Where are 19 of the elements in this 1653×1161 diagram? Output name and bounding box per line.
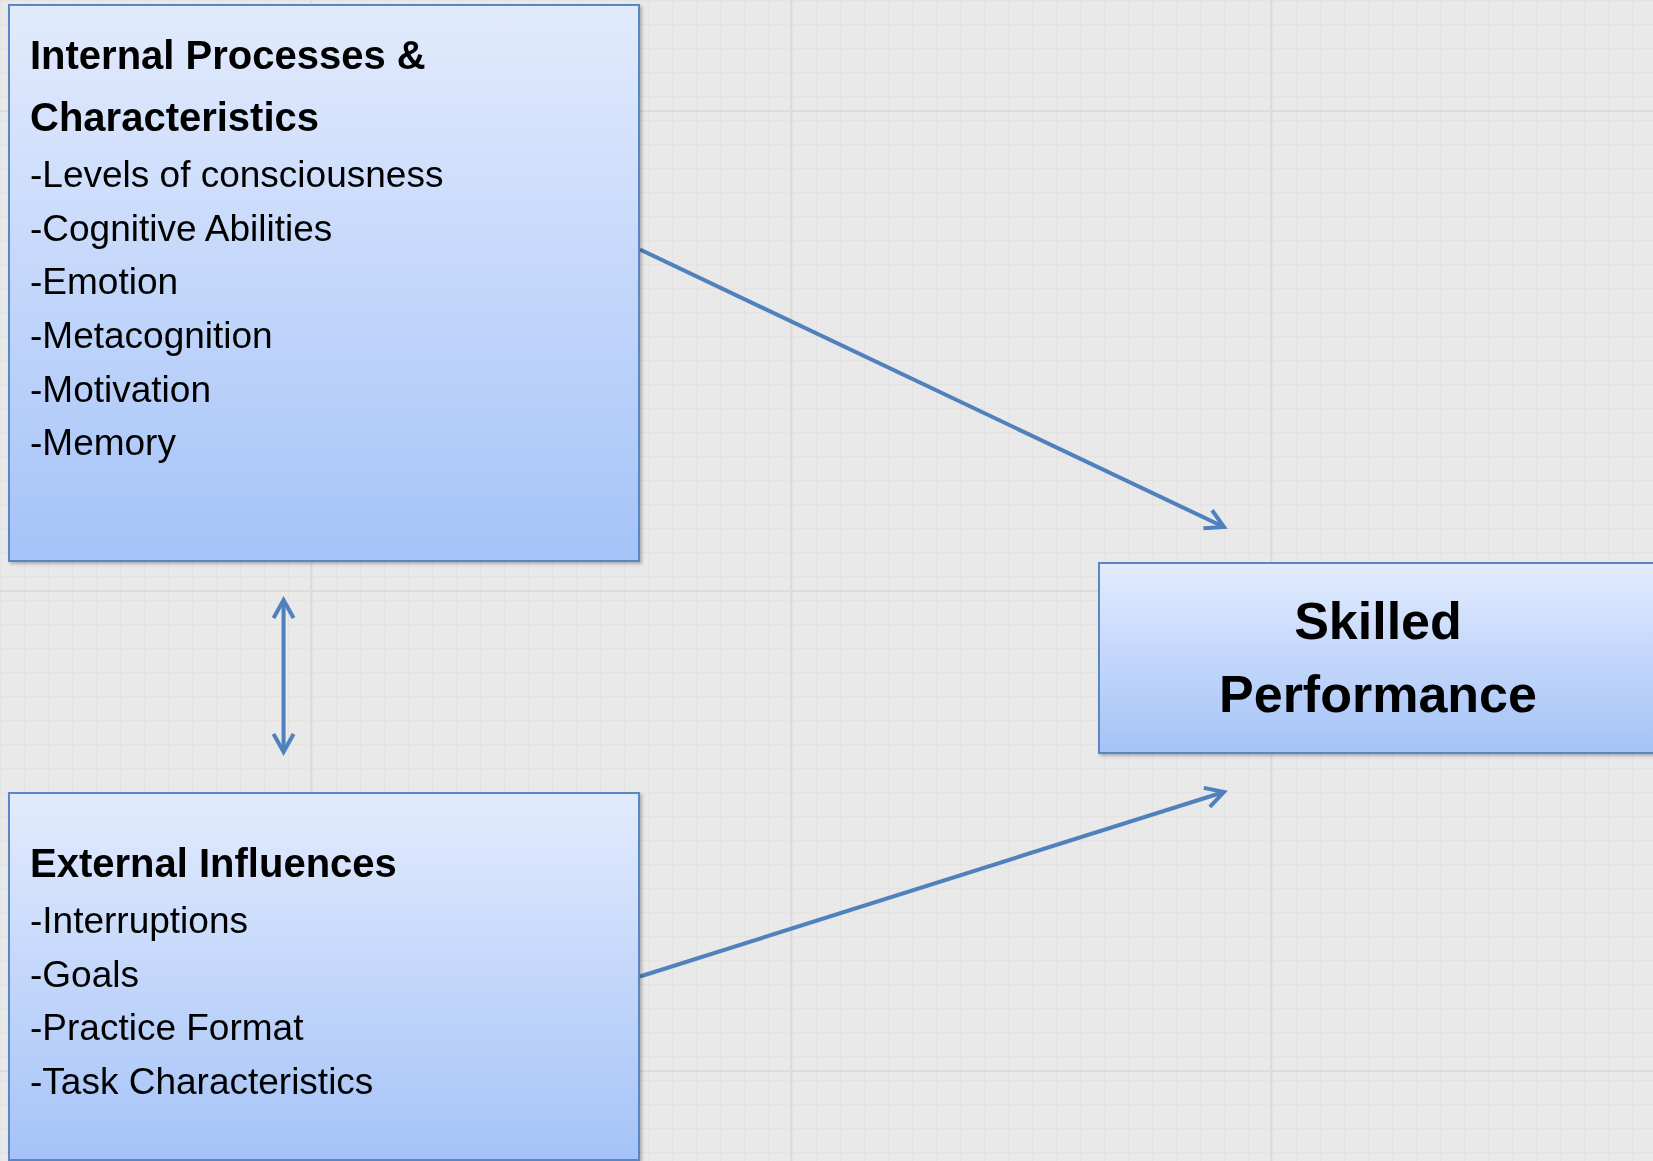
list-item: -Goals (30, 952, 140, 997)
arrow (639, 785, 1226, 979)
list-item: -Task Characteristics (30, 1059, 375, 1104)
list-item: -Interruptions (30, 899, 249, 943)
box-heading: Skilled Performance (1218, 591, 1538, 725)
arrow (271, 598, 296, 754)
list-item: -Practice Format (30, 1006, 305, 1051)
list-item: -Emotion (30, 260, 180, 305)
list-item: -Cognitive Abilities (30, 206, 334, 251)
text-box (1098, 562, 1653, 754)
text-box (8, 4, 640, 562)
arrow (639, 247, 1226, 531)
text-box (8, 792, 640, 1161)
box-heading: External Influences (30, 840, 398, 887)
list-item: -Memory (30, 421, 177, 466)
list-item: -Metacognition (30, 313, 274, 358)
list-item: -Levels of consciousness (30, 153, 445, 197)
box-heading: Internal Processes & Characteristics (30, 32, 427, 141)
list-item: -Motivation (30, 367, 212, 412)
